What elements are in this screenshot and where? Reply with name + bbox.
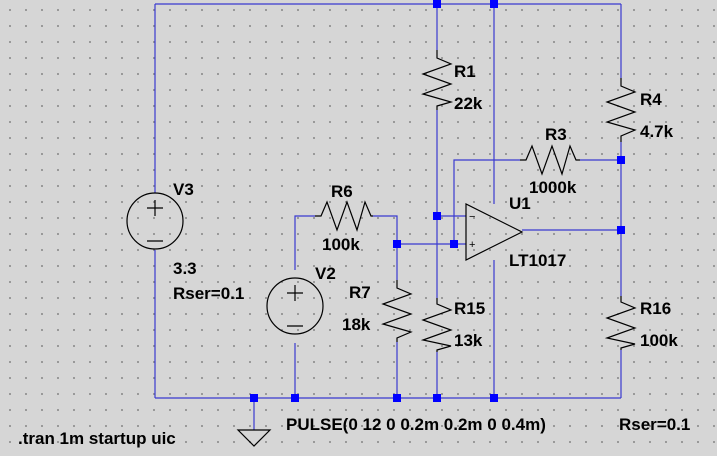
u1-noninverting-pin-label: + xyxy=(469,239,475,251)
junction-node[interactable] xyxy=(393,394,401,402)
r6-value-label: 100k xyxy=(322,235,360,254)
wire-r6-v2[interactable] xyxy=(294,215,315,270)
r3-name-label: R3 xyxy=(545,125,567,144)
resistor-r7[interactable] xyxy=(381,280,413,342)
resistor-r4[interactable] xyxy=(605,78,637,142)
spice-directive[interactable]: .tran 1m startup uic xyxy=(18,429,176,448)
junction-node[interactable] xyxy=(393,240,401,248)
resistor-r6[interactable] xyxy=(315,200,373,232)
r7-value-label: 18k xyxy=(342,315,371,334)
junction-node[interactable] xyxy=(490,0,498,8)
r3-value-label: 1000k xyxy=(529,178,577,197)
r1-value-label: 22k xyxy=(454,94,483,113)
v3-param-label: Rser=0.1 xyxy=(173,284,244,303)
junction-node[interactable] xyxy=(250,394,258,402)
junction-node[interactable] xyxy=(433,394,441,402)
resistor-r15[interactable] xyxy=(420,298,453,352)
junction-node[interactable] xyxy=(490,394,498,402)
v2-param-label: Rser=0.1 xyxy=(619,415,690,434)
junction-nodes xyxy=(250,0,625,402)
r7-name-label: R7 xyxy=(349,283,371,302)
voltage-source-v3[interactable] xyxy=(126,192,184,250)
junction-node[interactable] xyxy=(433,212,441,220)
junction-node[interactable] xyxy=(450,240,458,248)
v3-name-label: V3 xyxy=(173,180,194,199)
r4-name-label: R4 xyxy=(640,90,662,109)
comparator-u1[interactable] xyxy=(465,203,524,261)
u1-value-label: LT1017 xyxy=(509,251,566,270)
ground-icon[interactable] xyxy=(236,429,272,447)
junction-node[interactable] xyxy=(291,394,299,402)
wire-r6-r7[interactable] xyxy=(373,215,398,280)
r15-value-label: 13k xyxy=(454,331,483,350)
resistor-r1[interactable] xyxy=(421,50,454,110)
v3-value-label: 3.3 xyxy=(173,259,197,278)
r4-value-label: 4.7k xyxy=(640,122,674,141)
resistor-r3[interactable] xyxy=(520,144,580,176)
r15-name-label: R15 xyxy=(454,299,485,318)
r1-name-label: R1 xyxy=(454,62,476,81)
u1-inverting-pin-label: − xyxy=(469,211,475,223)
v2-value-label: PULSE(0 12 0 0.2m 0.2m 0 0.4m) xyxy=(286,415,546,434)
junction-node[interactable] xyxy=(433,0,441,8)
r16-value-label: 100k xyxy=(640,331,678,350)
u1-name-label: U1 xyxy=(509,194,531,213)
junction-node[interactable] xyxy=(617,156,625,164)
r6-name-label: R6 xyxy=(331,182,353,201)
resistor-r16[interactable] xyxy=(604,296,637,350)
voltage-source-v2[interactable] xyxy=(266,277,324,335)
junction-node[interactable] xyxy=(617,226,625,234)
r16-name-label: R16 xyxy=(640,299,671,318)
wires xyxy=(154,3,622,430)
v2-name-label: V2 xyxy=(315,264,336,283)
